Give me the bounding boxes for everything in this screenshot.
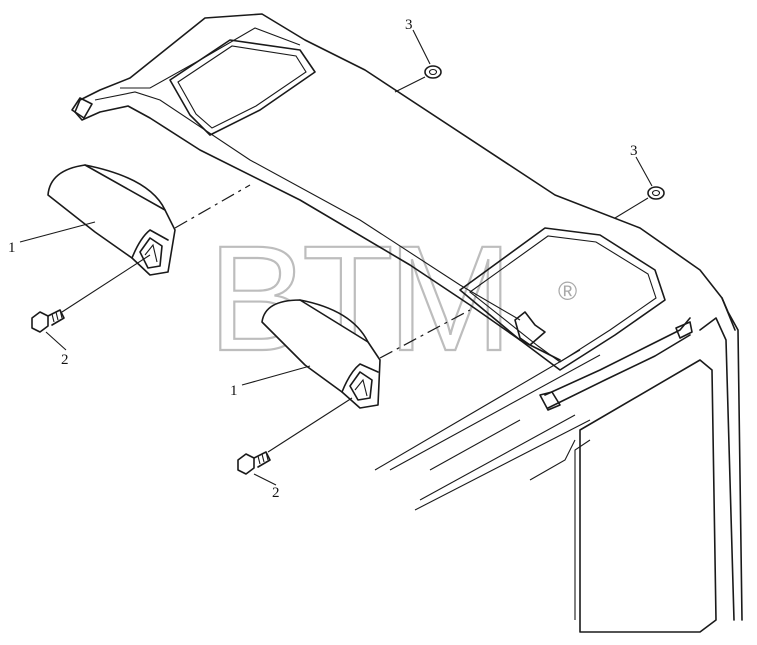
callouts: 1 2 3 1 2 3 <box>8 17 638 501</box>
center-line-lower-trim <box>379 309 471 359</box>
washer-axis-upper <box>394 76 426 93</box>
trim-part-lower <box>261 299 381 409</box>
callout-3-lower: 3 <box>630 143 638 159</box>
washer-axis-lower <box>614 197 649 219</box>
callout-2-lower: 2 <box>272 485 280 501</box>
cab-roof <box>71 13 743 633</box>
washer-lower <box>647 186 665 200</box>
bolt-axis-lower <box>267 397 353 453</box>
watermark-registered-mark: ® <box>558 276 577 306</box>
bolt-upper <box>31 309 65 333</box>
trim-part-upper <box>47 164 176 276</box>
watermark: BTM ® <box>207 213 577 383</box>
callout-1-lower: 1 <box>230 383 238 399</box>
callout-1-upper: 1 <box>8 240 16 256</box>
bolt-lower <box>237 451 271 475</box>
leader-lines <box>19 29 653 486</box>
callout-2-upper: 2 <box>61 352 69 368</box>
bolt-axis-upper <box>61 254 151 313</box>
callout-3-upper: 3 <box>405 17 413 33</box>
washer-upper <box>424 65 442 79</box>
